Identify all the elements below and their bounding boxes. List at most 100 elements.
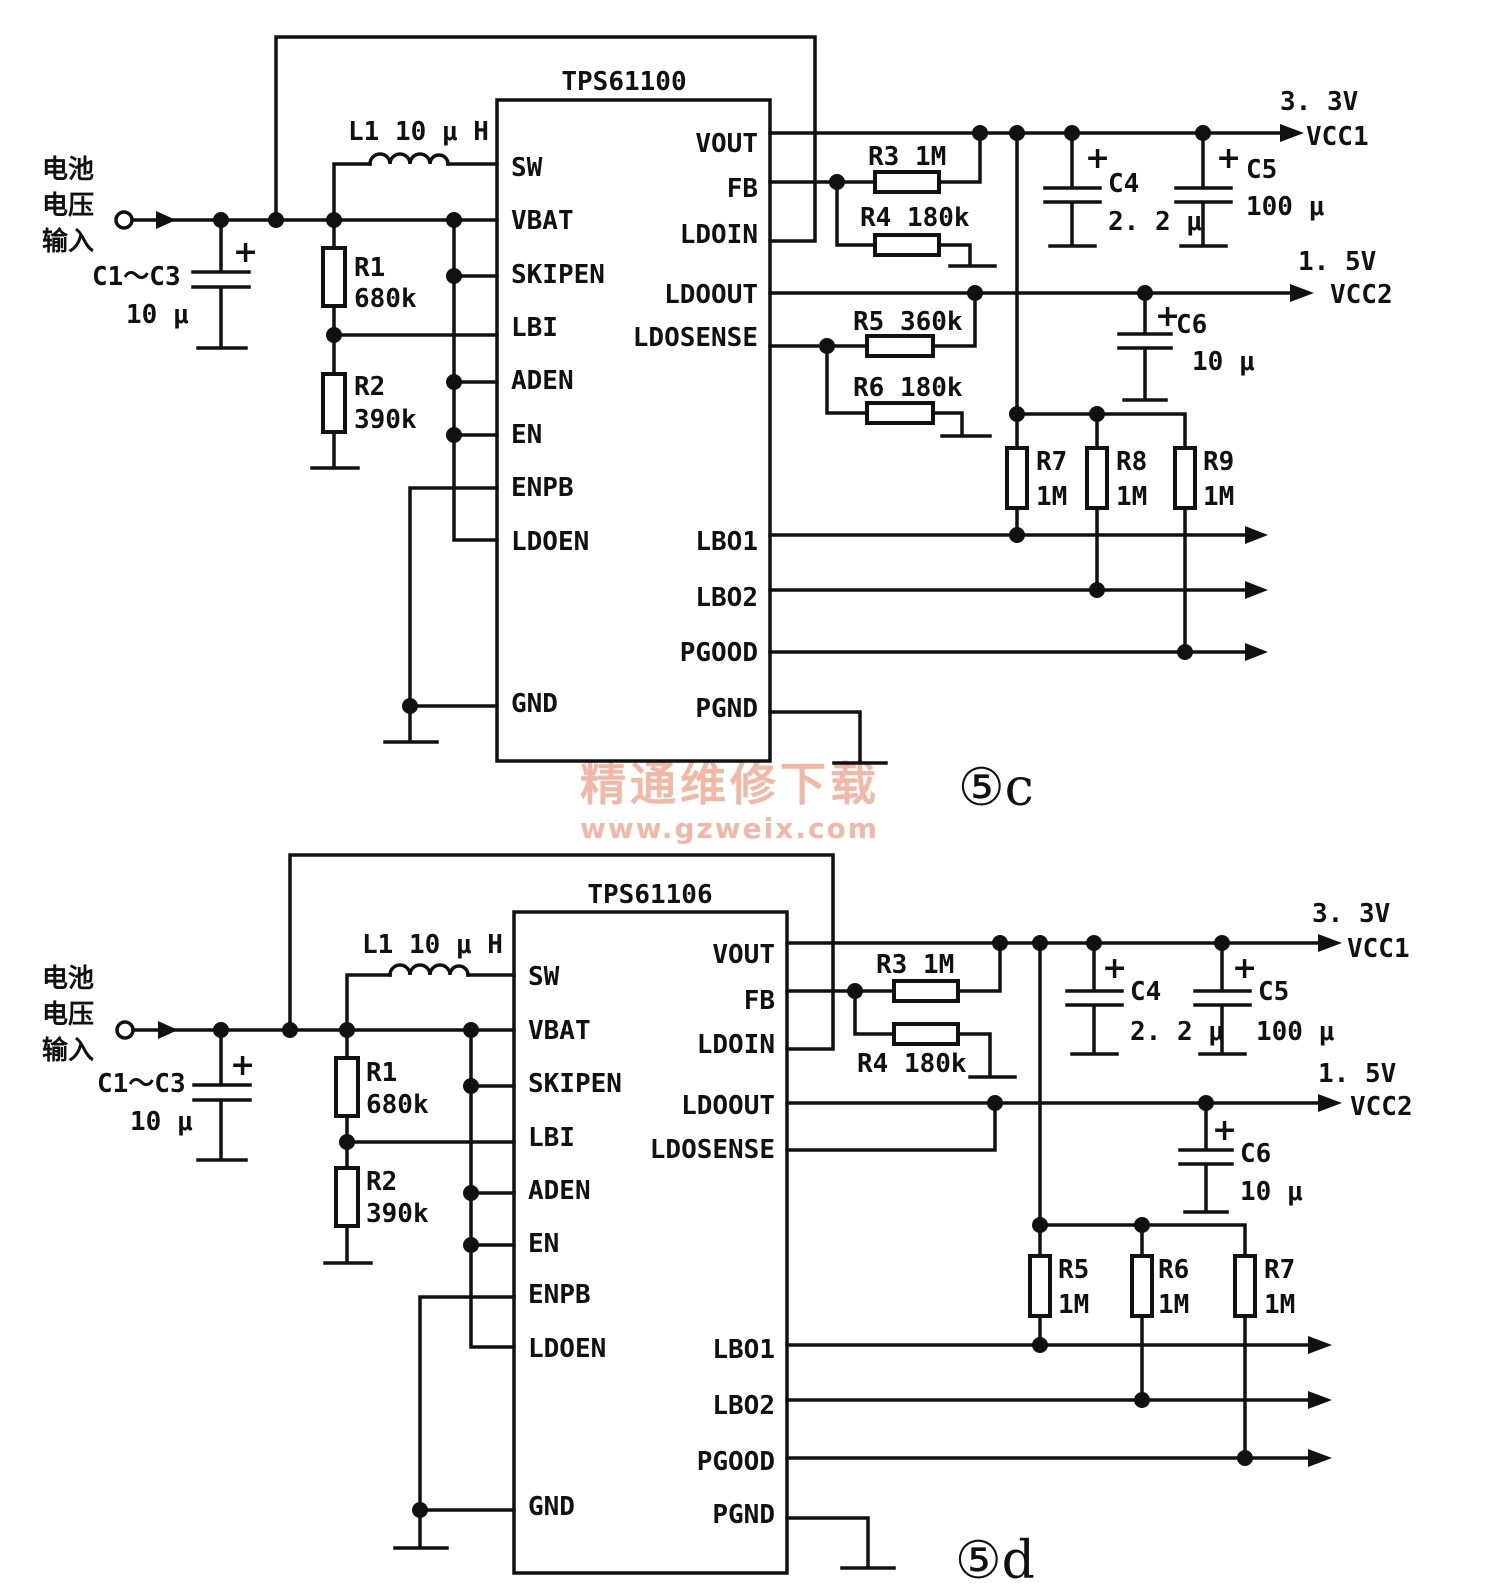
cap-c1-c3-value: 10 μ	[126, 300, 189, 330]
pin-fb: FB	[744, 986, 775, 1016]
cap-c4	[1043, 131, 1102, 248]
junction-dot	[1032, 1217, 1048, 1233]
watermark-name: 精通维修下载	[580, 757, 880, 811]
enable-bus	[452, 218, 499, 542]
resistor-r2	[334, 1166, 360, 1228]
sw-wire	[345, 973, 516, 1032]
junction-dot	[463, 1237, 479, 1253]
figure-label-c: ⑤c	[958, 758, 1034, 818]
junction-dot	[1195, 125, 1211, 141]
inductor-l1	[388, 963, 470, 977]
r3-label: R3 1M	[868, 142, 946, 172]
enable-bus	[469, 1028, 516, 1349]
cap-c1-c3-name: C1～C3	[97, 1069, 186, 1099]
pin-fb: FB	[727, 174, 758, 204]
r7-value: 1M	[1264, 1290, 1295, 1320]
pgood-arrow-icon	[1245, 643, 1268, 661]
junction-dots	[213, 935, 1253, 1518]
pin-pgnd: PGND	[695, 694, 758, 724]
circuit-d: TPS61106 SW VBAT SKIPEN LBI ADEN EN ENPB…	[42, 853, 1413, 1591]
junction-dot	[1177, 644, 1193, 660]
c4-value: 2. 2 μ	[1108, 207, 1202, 237]
vcc2-name: VCC2	[1330, 280, 1393, 310]
ldoin-wire	[288, 853, 835, 1051]
junction-dot	[282, 1022, 298, 1038]
vcc1-name: VCC1	[1347, 934, 1410, 964]
input-label-3: 输入	[42, 1035, 94, 1066]
r1-name: R1	[354, 253, 385, 283]
circuit-c: TPS61100 SW VBAT SKIPEN LBI ADEN EN ENPB…	[42, 35, 1393, 818]
r1-value: 680k	[354, 284, 417, 314]
junction-dot	[1064, 125, 1080, 141]
resistor-r5	[865, 334, 935, 358]
resistor-r1	[321, 246, 347, 308]
pin-aden: ADEN	[511, 366, 574, 396]
r8-name: R8	[1116, 447, 1147, 477]
r8-value: 1M	[1116, 482, 1147, 512]
pin-gnd: GND	[528, 1492, 575, 1522]
vcc1-voltage: 3. 3V	[1280, 87, 1358, 117]
resistor-r3	[892, 979, 960, 1003]
pin-lbo2: LBO2	[712, 1391, 775, 1421]
pin-enpb: ENPB	[511, 473, 574, 503]
input-terminal	[115, 1020, 135, 1040]
ldoout-rail	[785, 1101, 1320, 1152]
r2-name: R2	[354, 372, 385, 402]
pin-lbi: LBI	[511, 313, 558, 343]
c6-name: C6	[1240, 1139, 1271, 1169]
vcc1-name: VCC1	[1306, 122, 1369, 152]
junction-dot	[463, 1022, 479, 1038]
resistor-r4	[892, 1022, 960, 1046]
cap-c5	[1174, 131, 1233, 248]
pin-aden: ADEN	[528, 1176, 591, 1206]
vcc2-voltage: 1. 5V	[1298, 247, 1376, 277]
resistor-r8	[1085, 446, 1109, 510]
status-outputs	[768, 533, 1247, 654]
plus-icon: +	[230, 1048, 255, 1083]
resistor-r7	[1233, 1254, 1257, 1318]
pin-lbo1: LBO1	[712, 1335, 775, 1365]
lbo2-arrow-icon	[1245, 581, 1268, 599]
junction-dot	[819, 338, 835, 354]
pin-ldoen: LDOEN	[511, 527, 589, 557]
pin-ldoout: LDOOUT	[681, 1091, 775, 1121]
junction-dot	[992, 935, 1008, 951]
r4-label: R4 180k	[860, 203, 970, 233]
pin-lbi: LBI	[528, 1123, 575, 1153]
junction-dot	[1214, 935, 1230, 951]
plus-icon: +	[1085, 141, 1110, 176]
chip-title: TPS61100	[561, 67, 686, 97]
pin-ldoout: LDOOUT	[664, 280, 758, 310]
vcc2-arrow-icon	[1290, 284, 1314, 302]
fb-wires	[768, 131, 997, 268]
vcc1-arrow-icon	[1318, 934, 1342, 952]
r7-name: R7	[1264, 1255, 1295, 1285]
pin-pgood: PGOOD	[680, 638, 758, 668]
pgnd-wire	[768, 710, 888, 765]
resistor-r5	[1028, 1254, 1052, 1318]
junction-dot	[829, 174, 845, 190]
junction-dot	[446, 427, 462, 443]
pin-gnd: GND	[511, 689, 558, 719]
pin-sw: SW	[511, 153, 543, 183]
status-outputs	[785, 1343, 1310, 1460]
plus-icon: +	[1102, 951, 1127, 986]
vcc2-name: VCC2	[1350, 1092, 1413, 1122]
chip-tps61100	[495, 98, 772, 763]
junction-dot	[402, 698, 418, 714]
pin-skipen: SKIPEN	[528, 1069, 622, 1099]
r5-label: R5 360k	[853, 307, 963, 337]
r9-name: R9	[1203, 447, 1234, 477]
junction-dot	[446, 212, 462, 228]
c5-name: C5	[1246, 155, 1277, 185]
r2-value: 390k	[366, 1199, 429, 1229]
r3-label: R3 1M	[876, 950, 954, 980]
pin-ldosense: LDOSENSE	[633, 323, 758, 353]
sw-wire	[332, 162, 499, 222]
c4-name: C4	[1130, 977, 1161, 1007]
r6-label: R6 180k	[853, 373, 963, 403]
r1-value: 680k	[366, 1090, 429, 1120]
vcc2-arrow-icon	[1318, 1094, 1342, 1112]
junction-dot	[339, 1022, 355, 1038]
